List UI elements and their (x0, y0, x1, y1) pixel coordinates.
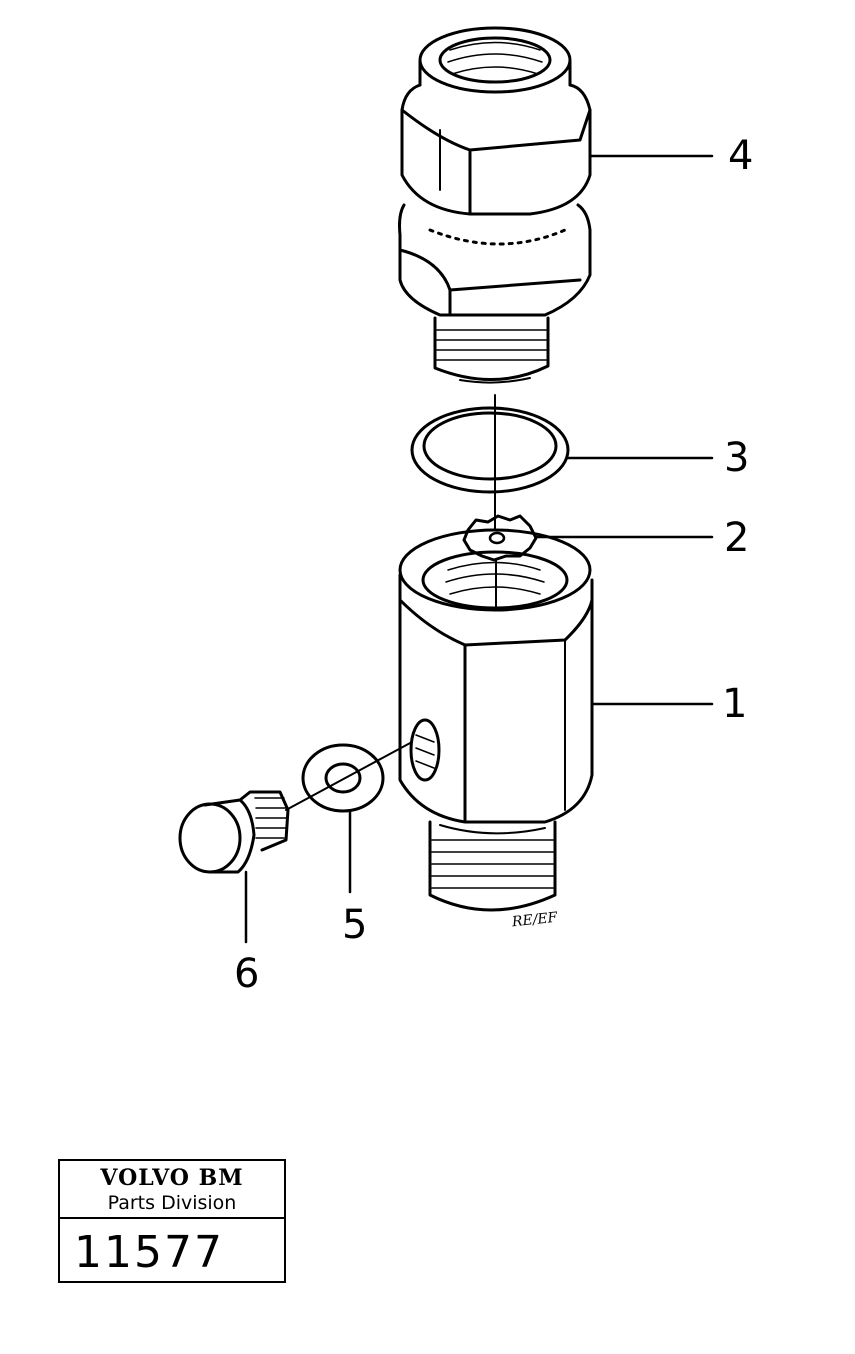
part-5-washer (301, 743, 385, 813)
title-block: VOLVO BM Parts Division 11577 (58, 1159, 286, 1283)
part-1-body (398, 528, 594, 912)
callout-4: 4 (728, 133, 754, 179)
division-name: Parts Division (107, 1192, 237, 1214)
callout-1: 1 (722, 681, 748, 727)
callout-2: 2 (724, 515, 750, 561)
assembly-axis-lines (285, 394, 497, 811)
callout-6: 6 (234, 951, 260, 997)
part-6-plug (178, 790, 290, 874)
part-4-fitting (398, 26, 592, 384)
brand-name: VOLVO BM (100, 1165, 244, 1191)
callout-5: 5 (342, 902, 368, 948)
drawing-number: 11577 (74, 1227, 224, 1278)
part-3-o-ring (410, 406, 570, 494)
callout-3: 3 (724, 435, 750, 481)
leader-lines (244, 154, 714, 944)
title-block-divider (60, 1217, 284, 1219)
